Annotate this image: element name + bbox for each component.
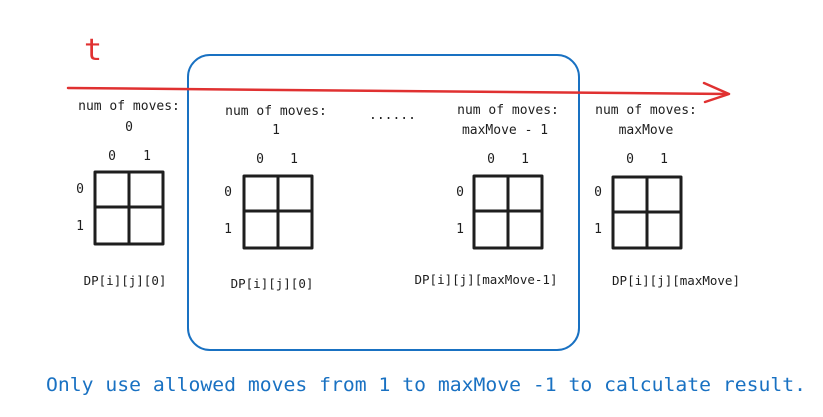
grid-2x2	[611, 175, 683, 250]
grid-cell	[645, 210, 683, 250]
col-index-0: 0	[256, 152, 264, 167]
block-title-line1: num of moves:	[595, 103, 697, 118]
col-index-1: 1	[290, 152, 298, 167]
grid-cell	[506, 209, 544, 250]
col-index-1: 1	[521, 152, 529, 167]
block-title-line1: num of moves:	[457, 103, 559, 118]
row-index-0: 0	[76, 182, 84, 197]
grid-cell	[276, 209, 314, 250]
time-label: t	[84, 33, 102, 68]
block-title-line2: 0	[125, 120, 133, 135]
grid-2x2	[242, 174, 314, 250]
block-title-line2: maxMove - 1	[462, 123, 548, 138]
block-title-line2: maxMove	[619, 123, 674, 138]
ellipsis: ......	[369, 108, 416, 123]
grid-cell	[506, 174, 544, 213]
grid-cell	[127, 170, 165, 209]
row-index-0: 0	[594, 185, 602, 200]
col-index-0: 0	[108, 149, 116, 164]
grid-cell	[93, 170, 131, 209]
grid-cell	[611, 175, 649, 214]
time-arrow	[66, 81, 731, 104]
grid-cell	[472, 209, 510, 250]
block-title-line1: num of moves:	[225, 104, 327, 119]
dp-caption: DP[i][j][0]	[231, 276, 314, 291]
grid-cell	[93, 205, 131, 246]
grid-cell	[611, 210, 649, 250]
row-index-1: 1	[224, 222, 232, 237]
col-index-1: 1	[143, 149, 151, 164]
dp-caption: DP[i][j][0]	[84, 273, 167, 288]
dp-caption: DP[i][j][maxMove]	[612, 273, 740, 288]
block-moves-maxmove-minus-1: num of moves: maxMove - 1 0 1 0 1 DP[i][…	[415, 103, 559, 287]
grid-cell	[276, 174, 314, 213]
col-index-0: 0	[487, 152, 495, 167]
block-moves-0: num of moves: 0 0 1 0 1 DP[i][j][0]	[76, 99, 180, 288]
row-index-1: 1	[456, 222, 464, 237]
block-title-line1: num of moves:	[78, 99, 180, 114]
dp-caption: DP[i][j][maxMove-1]	[415, 272, 558, 287]
grid-cell	[127, 205, 165, 246]
grid-cell	[645, 175, 683, 214]
row-index-0: 0	[224, 185, 232, 200]
explanation-note: Only use allowed moves from 1 to maxMove…	[46, 374, 806, 396]
row-index-1: 1	[594, 222, 602, 237]
grid-cell	[472, 174, 510, 213]
col-index-1: 1	[660, 152, 668, 167]
grid-2x2	[472, 174, 544, 250]
grid-cell	[242, 209, 280, 250]
highlight-box	[187, 54, 580, 351]
grid-2x2	[93, 170, 165, 246]
block-moves-1: num of moves: 1 0 1 0 1 DP[i][j][0]	[224, 104, 327, 291]
row-index-0: 0	[456, 185, 464, 200]
block-moves-maxmove: num of moves: maxMove 0 1 0 1 DP[i][j][m…	[594, 103, 740, 288]
row-index-1: 1	[76, 219, 84, 234]
block-title-line2: 1	[272, 123, 280, 138]
col-index-0: 0	[626, 152, 634, 167]
grid-cell	[242, 174, 280, 213]
